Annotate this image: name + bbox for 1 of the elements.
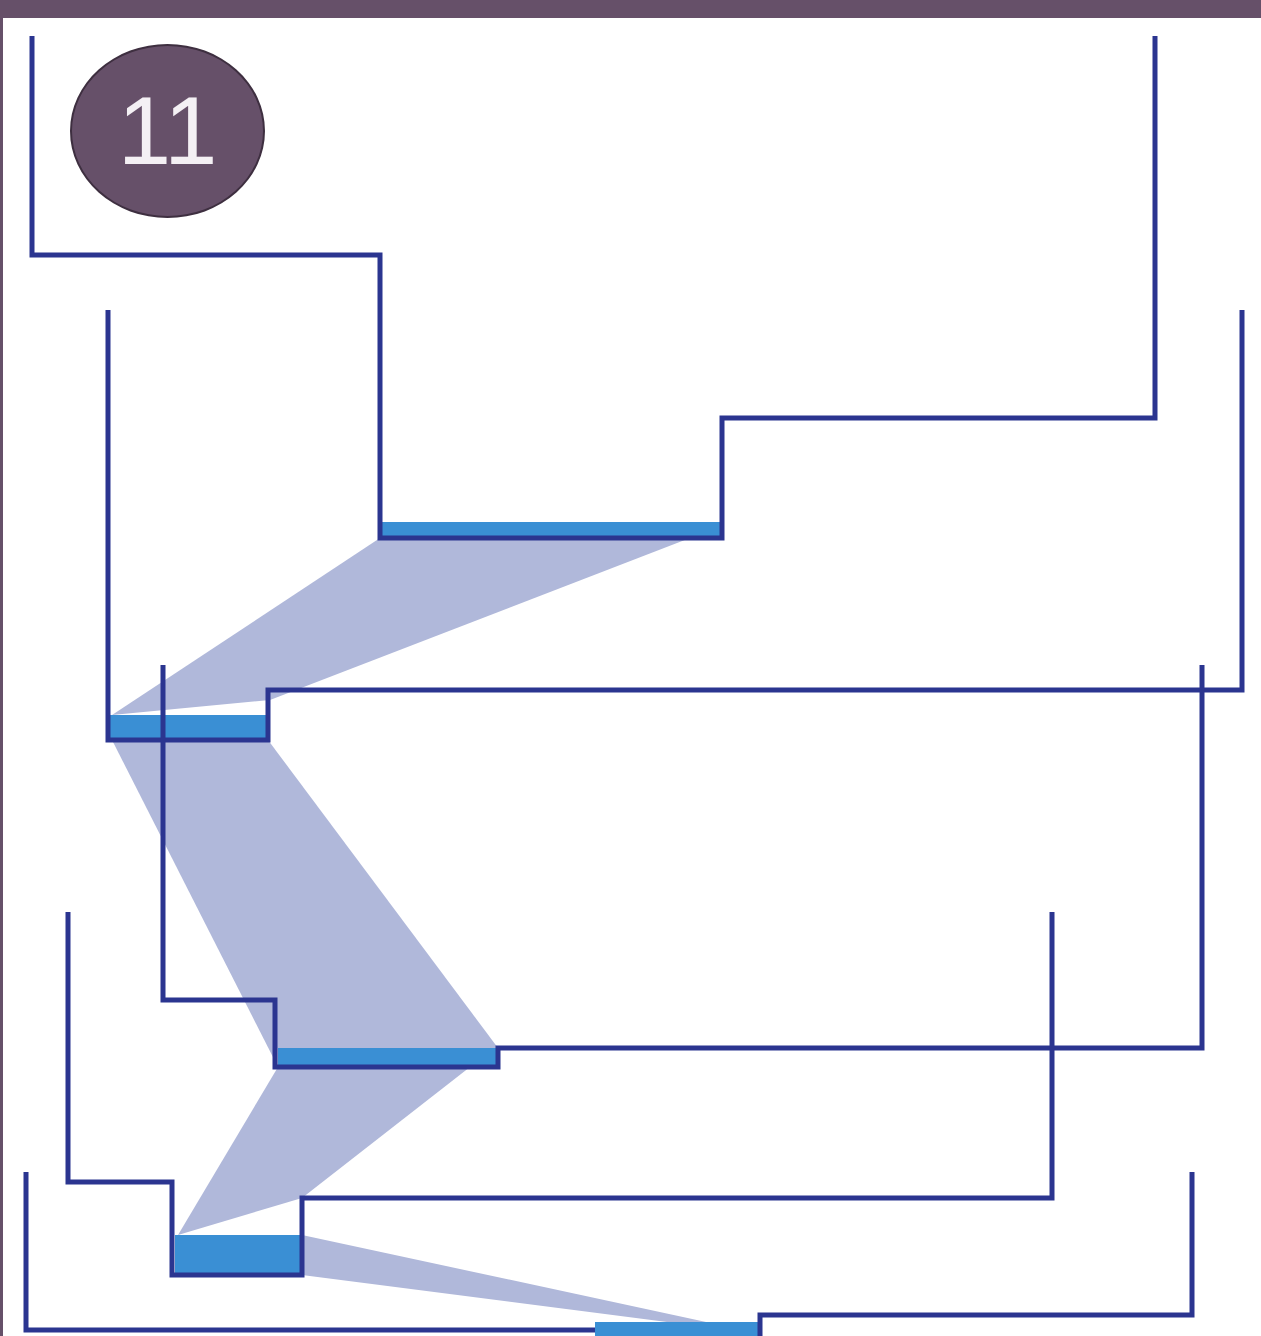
- number-badge: 11: [70, 44, 265, 218]
